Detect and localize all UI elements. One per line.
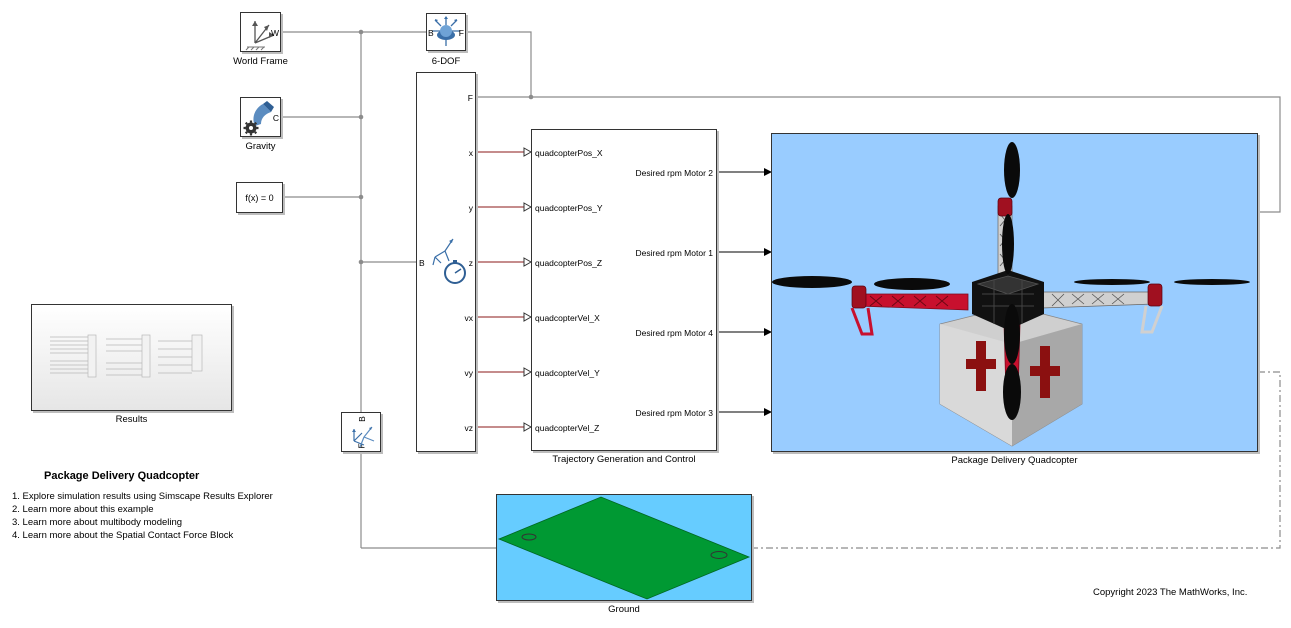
traj-output-motor-1: Desired rpm Motor 1: [635, 248, 713, 258]
traj-input-vel-x: quadcopterVel_X: [535, 313, 600, 323]
sensor-output-x: x: [468, 148, 473, 158]
sensor-output-y: y: [468, 203, 473, 213]
spatial-contact-icon: [352, 426, 375, 448]
gravity-label: Gravity: [245, 141, 276, 152]
notes-link-example[interactable]: 2. Learn more about this example: [12, 504, 154, 515]
world-frame-icon: [245, 21, 275, 51]
transform-sensor-block[interactable]: B F x y z vx vy vz: [416, 72, 476, 452]
gravity-block[interactable]: C: [240, 97, 281, 137]
sensor-output-vx: vx: [464, 313, 474, 323]
traj-input-pos-z: quadcopterPos_Z: [535, 258, 603, 268]
six-dof-port-b: B: [428, 28, 434, 38]
world-frame-label: World Frame: [233, 56, 288, 67]
copyright-text: Copyright 2023 The MathWorks, Inc.: [1093, 587, 1248, 598]
spatial-contact-block[interactable]: B F: [341, 412, 381, 452]
traj-input-vel-y: quadcopterVel_Y: [535, 368, 600, 378]
traj-output-motor-2: Desired rpm Motor 2: [635, 168, 713, 178]
notes-link-multibody[interactable]: 3. Learn more about multibody modeling: [12, 517, 183, 528]
results-block[interactable]: [31, 304, 232, 411]
quadcopter-block[interactable]: [771, 133, 1258, 452]
ground-block[interactable]: [496, 494, 752, 601]
ground-image: [497, 496, 751, 600]
gravity-port: C: [272, 113, 279, 123]
quadcopter-label: Package Delivery Quadcopter: [951, 455, 1078, 466]
sensor-output-vy: vy: [464, 368, 474, 378]
trajectory-control-block[interactable]: quadcopterPos_X quadcopterPos_Y quadcopt…: [531, 129, 717, 451]
traj-output-motor-4: Desired rpm Motor 4: [635, 328, 713, 338]
results-thumbnail: [50, 334, 203, 378]
sensor-output-vz: vz: [464, 423, 474, 433]
sensor-output-z: z: [468, 258, 473, 268]
six-dof-joint-block[interactable]: B F: [426, 13, 466, 51]
six-dof-port-f: F: [458, 28, 464, 38]
transform-sensor-icon: [432, 238, 466, 284]
notes-link-results-explorer[interactable]: 1. Explore simulation results using Sims…: [12, 491, 273, 502]
results-label: Results: [115, 414, 148, 425]
world-frame-port: W: [270, 28, 279, 38]
six-dof-joint-icon: [432, 16, 460, 46]
sensor-output-f: F: [467, 93, 473, 103]
ground-label: Ground: [608, 604, 640, 615]
notes-link-contact-force[interactable]: 4. Learn more about the Spatial Contact …: [12, 530, 234, 541]
gravity-gear-icon: [243, 101, 274, 136]
trajectory-control-label: Trajectory Generation and Control: [552, 454, 696, 465]
six-dof-label: 6-DOF: [431, 56, 461, 67]
traj-input-pos-y: quadcopterPos_Y: [535, 203, 603, 213]
traj-output-motor-3: Desired rpm Motor 3: [635, 408, 713, 418]
solver-config-block[interactable]: f(x) = 0: [236, 182, 283, 213]
notes-title: Package Delivery Quadcopter: [44, 470, 200, 482]
solver-config-text: f(x) = 0: [245, 192, 274, 203]
traj-input-vel-z: quadcopterVel_Z: [535, 423, 600, 433]
world-frame-block[interactable]: W: [240, 12, 281, 52]
traj-input-pos-x: quadcopterPos_X: [535, 148, 603, 158]
sensor-port-b: B: [419, 258, 425, 268]
quadcopter-image: [772, 142, 1250, 447]
